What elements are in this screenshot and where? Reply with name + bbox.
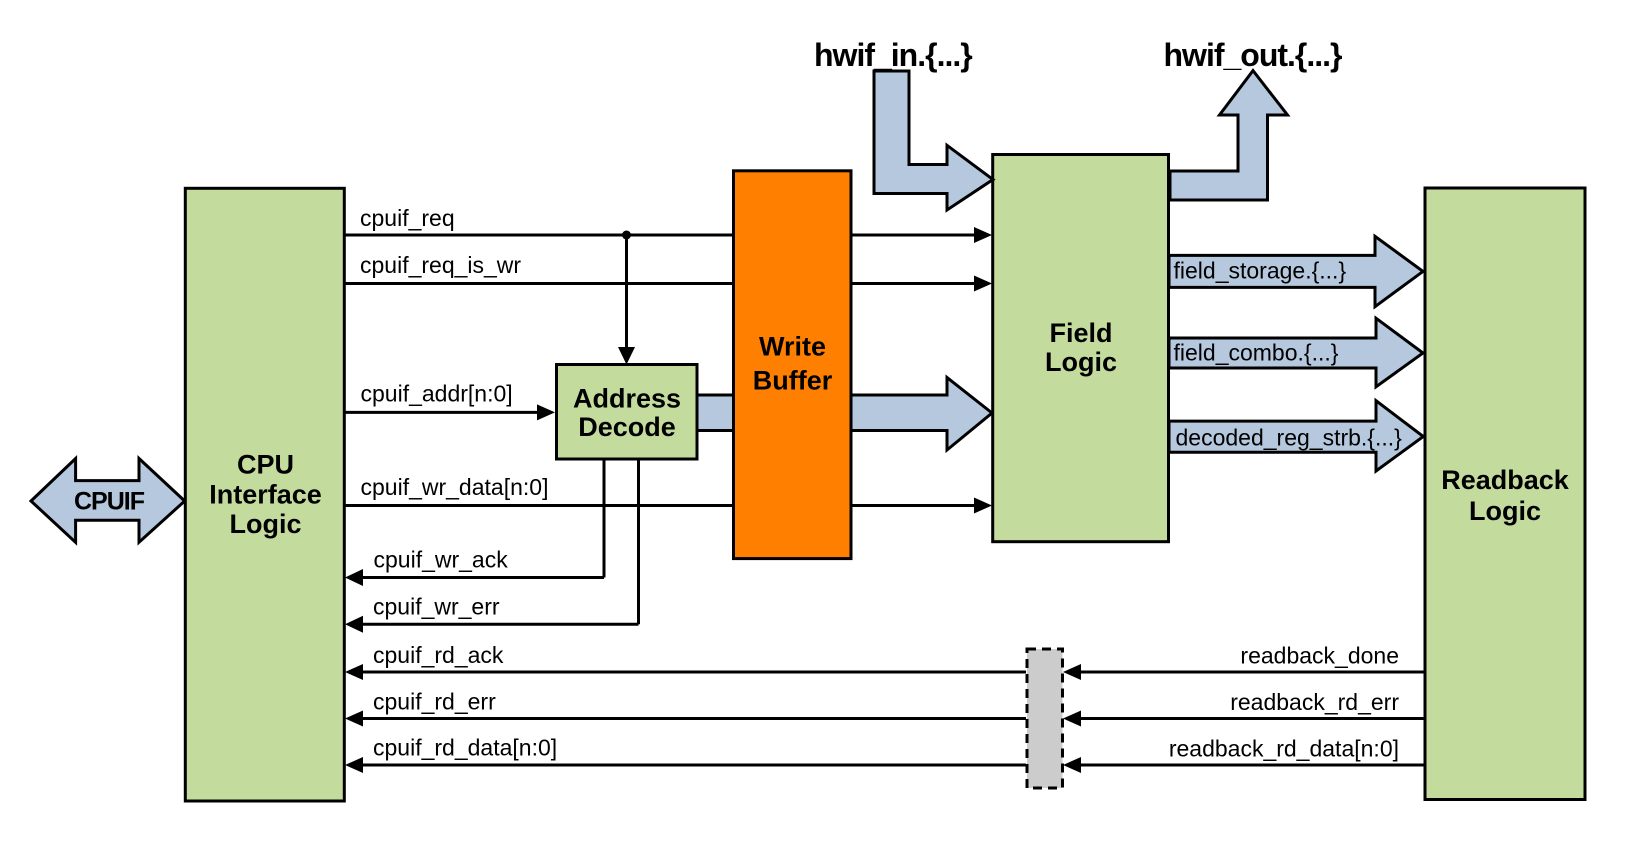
svg-text:hwif_out.{...}: hwif_out.{...} [1164,37,1343,73]
svg-text:cpuif_rd_data[n:0]: cpuif_rd_data[n:0] [373,735,557,761]
svg-text:Buffer: Buffer [753,366,833,396]
svg-text:Write: Write [759,332,826,362]
svg-text:readback_done: readback_done [1240,643,1399,669]
svg-text:Readback: Readback [1441,465,1570,495]
svg-text:cpuif_req_is_wr: cpuif_req_is_wr [360,252,521,278]
svg-text:cpuif_rd_ack: cpuif_rd_ack [373,642,504,668]
svg-text:cpuif_req: cpuif_req [360,205,455,231]
svg-text:readback_rd_data[n:0]: readback_rd_data[n:0] [1169,736,1399,762]
svg-text:field_storage.{...}: field_storage.{...} [1174,257,1347,283]
svg-text:cpuif_wr_ack: cpuif_wr_ack [374,547,509,573]
svg-text:field_combo.{...}: field_combo.{...} [1174,340,1339,366]
svg-text:Decode: Decode [578,412,676,442]
svg-text:Address: Address [573,384,681,414]
svg-text:cpuif_addr[n:0]: cpuif_addr[n:0] [361,381,513,407]
svg-text:Field: Field [1049,318,1112,348]
svg-text:readback_rd_err: readback_rd_err [1230,689,1399,715]
svg-text:CPUIF: CPUIF [74,488,145,516]
svg-text:cpuif_wr_err: cpuif_wr_err [373,594,500,620]
svg-text:Logic: Logic [1045,347,1117,377]
svg-text:Interface: Interface [209,480,322,510]
svg-text:hwif_in.{...}: hwif_in.{...} [814,37,972,73]
svg-text:decoded_reg_strb.{...}: decoded_reg_strb.{...} [1176,425,1403,451]
svg-text:Logic: Logic [1469,496,1541,526]
svg-text:Logic: Logic [230,509,302,539]
svg-text:cpuif_rd_err: cpuif_rd_err [373,689,496,715]
svg-text:CPU: CPU [237,450,294,480]
svg-text:cpuif_wr_data[n:0]: cpuif_wr_data[n:0] [361,474,549,500]
